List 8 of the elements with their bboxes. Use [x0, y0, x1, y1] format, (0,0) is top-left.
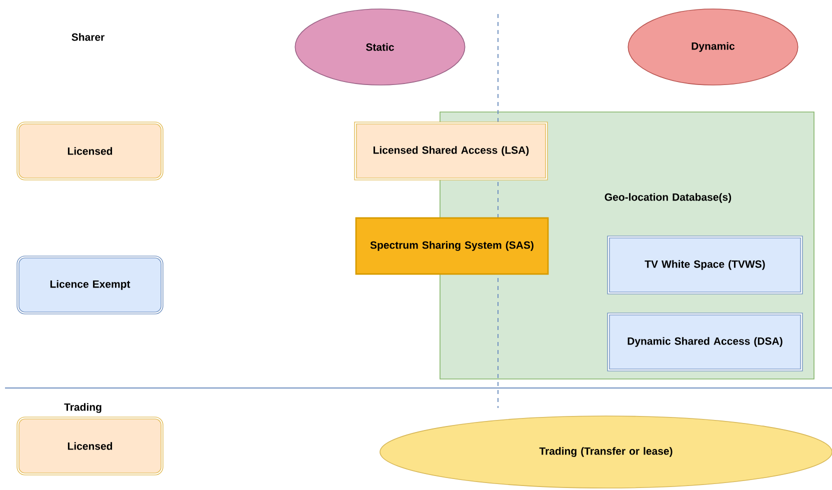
scheme-box: TV White Space (TVWS)	[607, 236, 803, 294]
category-box: Licence Exempt	[16, 256, 164, 314]
scheme-box: Dynamic Shared Access (DSA)	[607, 312, 803, 372]
section-heading: Sharer	[72, 33, 104, 41]
category-box: Licensed	[16, 122, 164, 180]
scheme-box: Spectrum Sharing System (SAS)	[355, 217, 549, 275]
scheme-box: Licensed Shared Access (LSA)	[354, 122, 548, 180]
category-box: Licensed	[16, 416, 164, 476]
